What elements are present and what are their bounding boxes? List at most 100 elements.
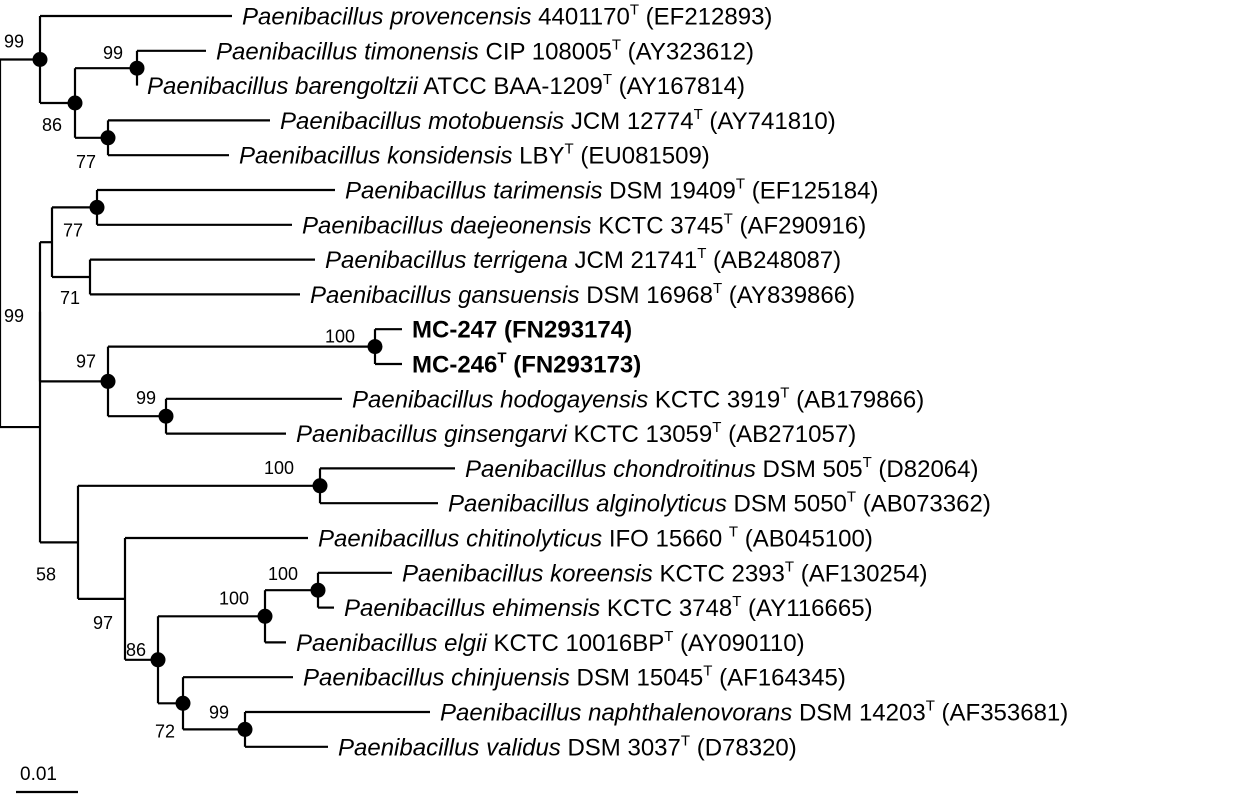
strain-name: DSM 15045 [577, 665, 704, 692]
taxon-label-elgii: Paenibacillus elgii KCTC 10016BPT (AY090… [296, 628, 805, 657]
taxon-label-validus: Paenibacillus validus DSM 3037T (D78320) [338, 732, 797, 761]
species-name: Paenibacillus chondroitinus [465, 456, 756, 483]
bootstrap-value: 97 [93, 613, 113, 633]
type-strain-marker: T [785, 558, 794, 575]
accession-number: (EF125184) [745, 178, 878, 205]
type-strain-marker: T [724, 210, 733, 227]
tree-nodes [32, 52, 383, 737]
node-dot-c [100, 373, 116, 389]
accession-number: (AB073362) [856, 491, 991, 518]
species-name: Paenibacillus gansuensis [310, 282, 580, 309]
species-name: Paenibacillus validus [338, 734, 561, 761]
taxon-label-chinjuensis: Paenibacillus chinjuensis DSM 15045T (AF… [303, 663, 846, 692]
bootstrap-value: 99 [4, 32, 24, 52]
bootstrap-value: 99 [209, 702, 229, 722]
strain-name: DSM 19409 [609, 178, 736, 205]
taxon-label-timonensis: Paenibacillus timonensis CIP 108005T (AY… [216, 36, 754, 65]
accession-number: (AY090110) [673, 630, 804, 657]
type-strain-marker: T [565, 141, 574, 158]
strain-name: LBY [519, 143, 564, 170]
accession-number: (AB271057) [721, 421, 856, 448]
taxon-label-alginolyticus: Paenibacillus alginolyticus DSM 5050T (A… [448, 489, 991, 518]
taxon-label-motobuensis: Paenibacillus motobuensis JCM 12774T (AY… [280, 106, 836, 135]
type-strain-marker: T [612, 36, 621, 53]
species-name: Paenibacillus koreensis [402, 560, 653, 587]
taxon-label-konsidensis: Paenibacillus konsidensis LBYT (EU081509… [239, 141, 710, 170]
node-dot-e3 [150, 652, 166, 668]
species-name: Paenibacillus tarimensis [345, 178, 602, 205]
bootstrap-value: 77 [63, 220, 83, 240]
bootstrap-value: 99 [103, 43, 123, 63]
node-dot-e1 [310, 582, 326, 598]
accession-number: (D78320) [690, 734, 797, 761]
taxon-label-mc247: MC-247 (FN293174) [412, 317, 632, 344]
node-dot-d1 [312, 478, 328, 494]
bootstrap-value: 99 [4, 306, 24, 326]
accession-number: (AF130254) [794, 560, 927, 587]
taxon-label-naphthalenovorans: Paenibacillus naphthalenovorans DSM 1420… [440, 698, 1068, 727]
species-name: Paenibacillus alginolyticus [448, 491, 727, 518]
species-name: Paenibacillus naphthalenovorans [440, 700, 792, 727]
taxon-label-gansuensis: Paenibacillus gansuensis DSM 16968T (AY8… [310, 280, 855, 309]
taxon-label-hodogayensis: Paenibacillus hodogayensis KCTC 3919T (A… [352, 384, 924, 413]
strain-name: IFO 15660 [609, 526, 729, 553]
node-dot-a [32, 52, 48, 67]
strain-name: DSM 3037 [567, 734, 680, 761]
taxon-label-mc246: MC-246T (FN293173) [412, 350, 641, 379]
type-strain-marker: T [729, 524, 738, 541]
bootstrap-value: 100 [219, 588, 249, 608]
accession-number: (EU081509) [574, 143, 710, 170]
strain-name: MC-247 [412, 317, 497, 344]
strain-name: 4401170 [538, 4, 630, 31]
taxon-label-daejeonensis: Paenibacillus daejeonensis KCTC 3745T (A… [302, 210, 866, 239]
node-dot-a3 [67, 95, 83, 111]
node-dot-c1 [367, 339, 383, 355]
species-name: Paenibacillus chitinolyticus [318, 526, 602, 553]
species-name: Paenibacillus chinjuensis [303, 665, 570, 692]
taxon-label-chondroitinus: Paenibacillus chondroitinus DSM 505T (D8… [465, 454, 978, 483]
type-strain-marker: T [926, 698, 935, 715]
accession-number: (AF353681) [935, 700, 1068, 727]
scale-bar-label: 0.01 [20, 764, 57, 785]
node-dot-e2 [257, 608, 273, 624]
species-name: Paenibacillus barengoltzii [147, 73, 419, 100]
node-dot-c2 [158, 408, 174, 424]
species-name: Paenibacillus terrigena [325, 247, 568, 274]
species-name: Paenibacillus konsidensis [239, 143, 513, 170]
bootstrap-value: 77 [76, 152, 96, 172]
type-strain-marker: T [694, 106, 703, 123]
bootstrap-value: 100 [268, 564, 298, 584]
strain-name: KCTC 2393 [659, 560, 784, 587]
species-name: Paenibacillus ginsengarvi [296, 421, 568, 448]
taxon-label-koreensis: Paenibacillus koreensis KCTC 2393T (AF13… [402, 558, 927, 587]
species-name: Paenibacillus hodogayensis [352, 386, 648, 413]
node-dot-b1 [89, 199, 105, 215]
bootstrap-value: 99 [136, 388, 156, 408]
accession-number: (AY323612) [621, 38, 754, 65]
strain-name: KCTC 3919 [655, 386, 780, 413]
accession-number: (AY741810) [703, 108, 836, 135]
accession-number: (AF290916) [733, 212, 866, 239]
accession-number: (AB179866) [789, 386, 924, 413]
type-strain-marker: T [603, 71, 612, 88]
tree-branches [0, 14, 455, 748]
species-name: Paenibacillus motobuensis [280, 108, 564, 135]
taxon-label-provencensis: Paenibacillus provencensis 4401170T (EF2… [242, 2, 772, 31]
accession-number: (AF164345) [712, 665, 845, 692]
species-name: Paenibacillus provencensis [242, 4, 532, 31]
strain-name: KCTC 3745 [598, 212, 723, 239]
accession-number: (D82064) [872, 456, 979, 483]
strain-name: KCTC 3748 [607, 595, 732, 622]
accession-number: (EF212893) [639, 4, 772, 31]
accession-number: (AY116665) [741, 595, 872, 622]
strain-name: KCTC 13059 [574, 421, 713, 448]
accession-number: (AB248087) [706, 247, 841, 274]
bootstrap-value: 71 [60, 288, 80, 308]
taxon-label-tarimensis: Paenibacillus tarimensis DSM 19409T (EF1… [345, 176, 878, 205]
accession-number: (FN293174) [497, 317, 632, 344]
strain-name: DSM 5050 [734, 491, 847, 518]
type-strain-marker: T [736, 176, 745, 193]
accession-number: (AB045100) [738, 526, 873, 553]
